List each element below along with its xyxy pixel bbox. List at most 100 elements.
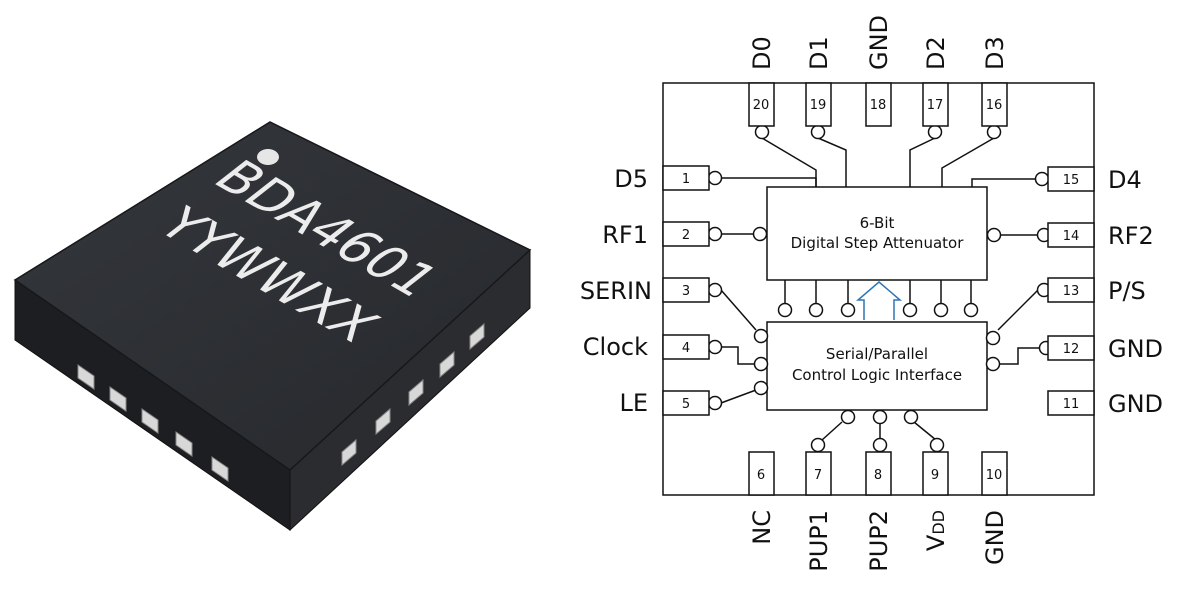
chip-top-face [13,121,532,471]
pin-number-9: 9 [931,468,939,483]
pin-box-16 [981,82,1008,127]
pin-number-14: 14 [1063,229,1080,244]
pin-box-20 [748,82,775,127]
pin-label-gnd-11: GND [1108,390,1163,418]
pin-number-11: 11 [1063,397,1080,412]
pin-number-20: 20 [753,98,770,113]
node-pin1 [707,170,723,186]
wire-d0 [761,137,817,187]
pin-box-10 [981,451,1008,496]
pin-label-vdd: VDD [922,510,950,551]
bus-arrow [855,281,903,320]
attenuator-block [766,186,988,281]
pin-box-3 [662,277,710,303]
pin-label-ps: P/S [1108,277,1146,305]
wire-ps [997,289,1039,331]
control-logic-block [766,321,988,411]
chip-pads-right [341,322,485,467]
pin-label-le: LE [619,389,648,417]
pin-label-pup1: PUP1 [805,510,833,572]
node-pin7 [810,437,826,453]
pin-box-9 [922,451,949,496]
package-outline [662,82,1095,496]
pin-label-gnd-10: GND [981,510,1009,565]
node-bus-5 [933,302,949,318]
pin-number-3: 3 [682,284,690,299]
pin-number-17: 17 [927,98,944,113]
node-bus-2 [808,302,824,318]
pin-number-16: 16 [986,98,1003,113]
pin-box-15 [1047,166,1095,192]
wire-clock [721,346,756,365]
pin-number-2: 2 [682,228,690,243]
node-ps-in [985,330,1001,346]
pin-label-d2: D2 [922,36,950,70]
node-bus-4 [902,302,918,318]
node-pin20 [754,124,770,140]
pin-label-d3: D3 [981,36,1009,70]
wire-vdd [913,421,937,441]
wire-le [720,389,757,404]
node-pin19 [810,124,826,140]
pin-number-4: 4 [682,341,690,356]
node-pin15 [1034,171,1050,187]
pin-label-d1: D1 [805,36,833,70]
pin-number-6: 6 [757,468,765,483]
pin-box-6 [748,451,775,496]
pin-label-vdd-main: V [922,534,950,551]
pin-box-13 [1047,277,1095,303]
pin-box-12 [1047,335,1095,361]
pin-box-4 [662,334,710,360]
wire-d1 [817,137,847,187]
node-bus-1 [777,302,793,318]
node-rf2-in [986,227,1002,243]
node-pin5 [707,395,723,411]
pin-number-5: 5 [682,397,690,412]
attenuator-title: 6-Bit [860,214,895,232]
node-bus-3 [840,302,856,318]
node-pup1-in [840,409,856,425]
wire-d4 [971,178,1036,187]
pin-number-7: 7 [814,468,822,483]
pin-label-clock: Clock [583,333,648,361]
pin-box-2 [662,221,710,247]
wire-d2 [909,137,936,187]
pin-label-gnd-12: GND [1108,335,1163,363]
control-title: Serial/Parallel [826,345,928,363]
pin-box-5 [662,390,710,416]
pin-number-15: 15 [1063,173,1080,188]
pin-number-19: 19 [810,98,827,113]
pin-box-17 [922,82,949,127]
node-pin4 [707,339,723,355]
attenuator-subtitle: Digital Step Attenuator [791,234,965,252]
pin-label-pup2: PUP2 [865,510,893,572]
control-subtitle: Control Logic Interface [792,366,962,384]
chip-package-image: BDA4601 YYWWXX [13,121,532,532]
node-serin-in [753,328,769,344]
pin-number-10: 10 [986,468,1003,483]
pin-label-d5: D5 [614,165,648,193]
wire-serin [720,289,757,331]
pin-box-8 [865,451,892,496]
node-rf1-in [752,226,768,242]
pin-box-14 [1047,222,1095,248]
wire-d5 [721,177,817,187]
chip-pads-left [77,364,229,482]
node-pin16 [986,124,1002,140]
node-pin17 [927,124,943,140]
pin-number-1: 1 [682,172,690,187]
pin-box-1 [662,165,710,191]
pin-box-11 [1047,390,1095,416]
pin-label-vdd-sub: DD [929,510,948,535]
pin-label-d4: D4 [1108,166,1142,194]
node-clock-in [753,356,769,372]
node-pin9 [929,437,945,453]
pin-label-d0: D0 [748,36,776,70]
wire-d3 [941,137,995,187]
node-pup2-in [872,409,888,425]
node-le-in [753,380,769,396]
node-vdd-in [903,409,919,425]
pin-number-8: 8 [874,468,882,483]
pinout-diagram: 1 2 3 4 5 15 14 13 12 11 20 19 18 17 16 … [580,15,1163,572]
pin-box-7 [805,451,832,496]
